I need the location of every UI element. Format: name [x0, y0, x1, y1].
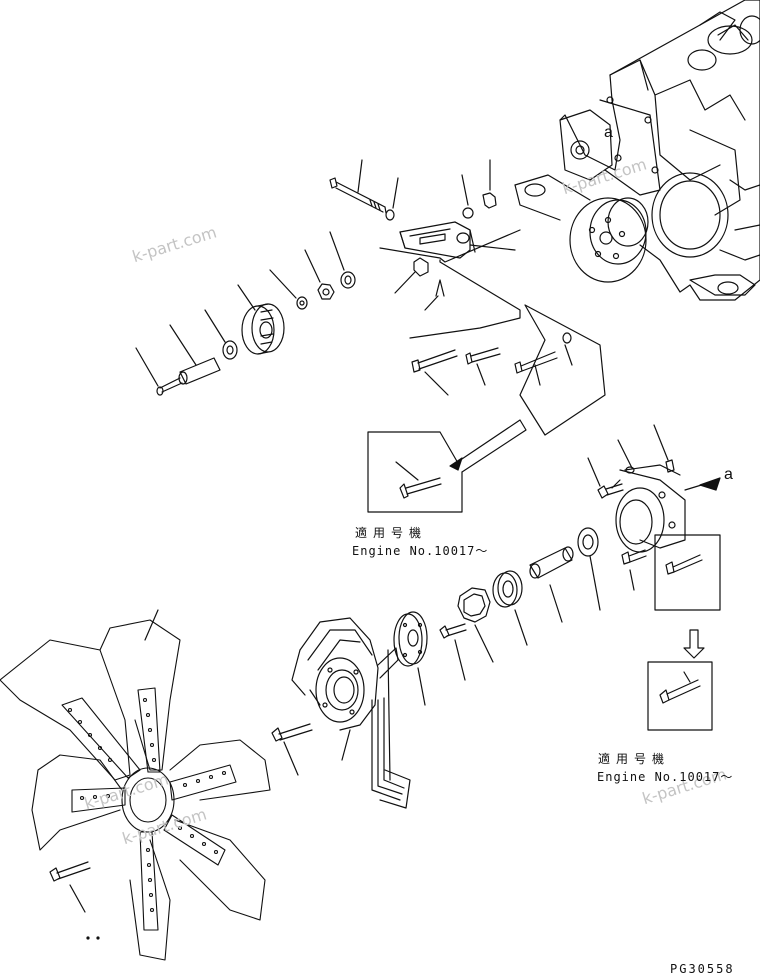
applicable-label: 適用号機: [598, 752, 671, 766]
applicable-label: 適用号機: [355, 526, 428, 540]
engine-number-note: Engine No.10017～: [352, 544, 489, 558]
detail-box-left: [367, 431, 463, 513]
fan-pulley: [291, 617, 379, 731]
nut: [317, 283, 335, 300]
alternator-bracket: [399, 221, 476, 259]
crank-pulley: [514, 174, 649, 283]
nut: [482, 192, 497, 209]
engine-number-note: Engine No.10017～: [597, 770, 734, 784]
washer: [462, 207, 474, 219]
bracket-bolts: [411, 332, 572, 374]
square-nut: [413, 257, 429, 277]
pin: [435, 279, 445, 297]
snap-ring: [457, 587, 491, 623]
figure-reference-code: PG30558: [670, 962, 735, 976]
bearing: [577, 527, 599, 557]
idler-pulley: [241, 303, 285, 355]
fan-shaft: [529, 546, 574, 579]
washer: [385, 209, 395, 221]
long-bolt: [329, 177, 387, 214]
fan-belt: [371, 647, 411, 809]
idler-shaft: [156, 357, 221, 396]
fan-bracket: [611, 464, 686, 553]
view-marker-a: a: [604, 124, 613, 141]
hub-flange: [393, 611, 428, 667]
cooling-fan: [0, 619, 271, 961]
spacer: [296, 296, 308, 310]
view-marker-a: a: [724, 466, 733, 483]
detail-box-right: [647, 534, 721, 731]
washer: [340, 271, 356, 289]
bearing: [222, 340, 238, 360]
engine-block: [559, 0, 760, 301]
